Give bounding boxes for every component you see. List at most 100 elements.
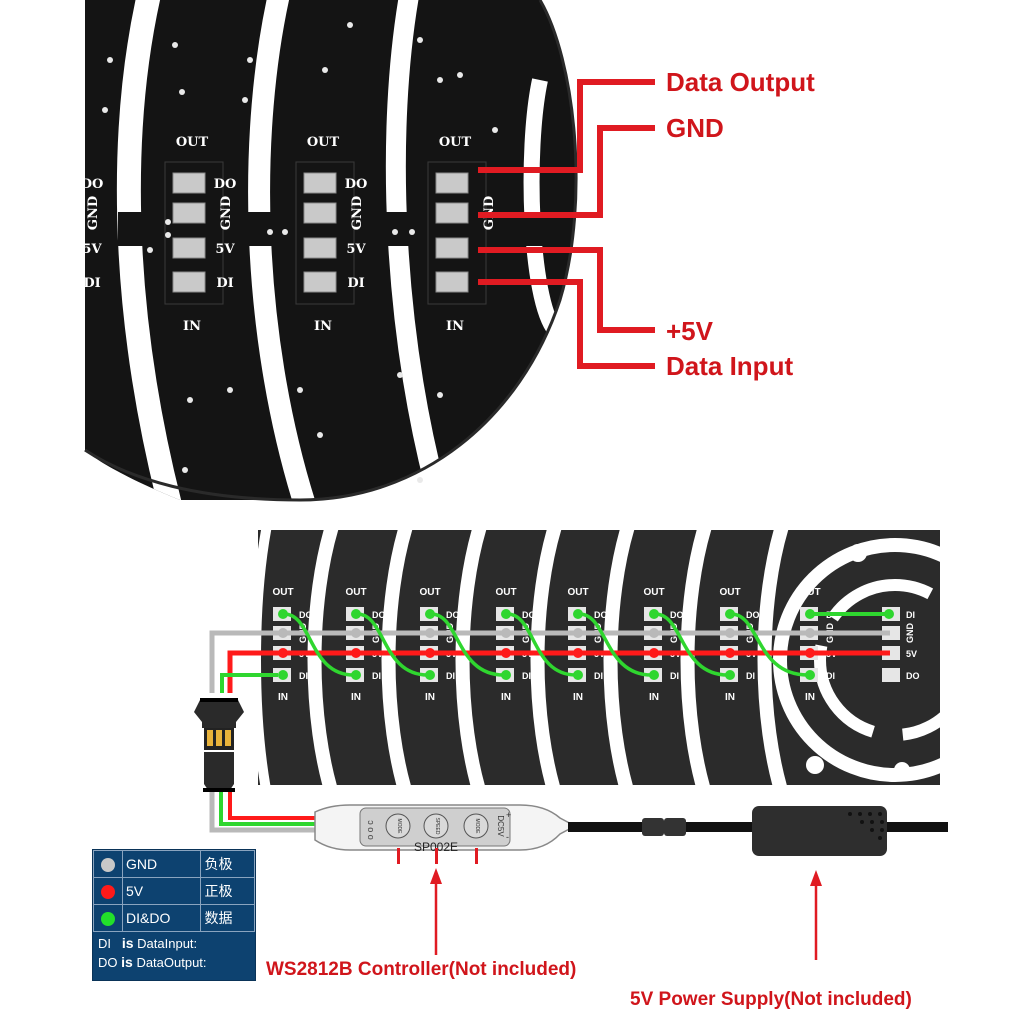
gnd-dot (501, 628, 511, 638)
top-led-groups: OUTDOGND5VDIINOUTDOGND5VDIINOUTGNDINDOGN… (81, 22, 498, 483)
color-legend: GND 负极 5V 正极 DI&DO 数据 DI is DataInput: D… (92, 849, 256, 981)
5v-wire (227, 650, 890, 693)
end-pad (882, 668, 900, 682)
ring-gap (307, 530, 339, 785)
out-label: OUT (719, 587, 740, 598)
data-hop (653, 612, 731, 677)
led-pad (303, 202, 337, 224)
vent-holes (848, 812, 884, 840)
led-pad (172, 237, 206, 259)
pin-label-do: DO (522, 610, 536, 620)
led-pad (172, 271, 206, 293)
end-pin-label-di: DI (906, 610, 915, 620)
led-pad (172, 202, 206, 224)
label-data-input: Data Input (666, 351, 793, 381)
pin-label-gnd: GND (86, 196, 101, 230)
do-dot (425, 609, 435, 619)
via (147, 247, 153, 253)
lead-data-output (478, 79, 655, 173)
pin-label-5v: 5V (346, 242, 366, 257)
in-label: IN (805, 692, 815, 703)
via (297, 387, 303, 393)
pin-label-di: DI (347, 276, 364, 291)
via (397, 372, 403, 378)
speed-button[interactable] (423, 813, 449, 839)
ring-gap (381, 530, 413, 785)
5v-dot (725, 648, 735, 658)
di-dot (351, 670, 361, 680)
mode-button-1[interactable] (385, 813, 411, 839)
pin-label-do: DO (372, 610, 386, 620)
mode-button-2[interactable] (463, 813, 489, 839)
legend-chinese: 正极 (200, 877, 255, 905)
dc-jack (664, 818, 686, 836)
end-pad (882, 626, 900, 640)
connector-pin (225, 730, 231, 746)
via (282, 229, 288, 235)
center-ring-outer (773, 538, 940, 782)
led-pad (172, 172, 206, 194)
legend-note-do: DO is DataOutput: (98, 954, 207, 970)
do-dot (649, 609, 659, 619)
5v-dot (425, 648, 435, 658)
pin-label-do: DO (81, 177, 104, 192)
via (409, 229, 415, 235)
via (417, 37, 423, 43)
via (182, 467, 188, 473)
pin-label-do: DO (746, 610, 760, 620)
5v-dot (573, 648, 583, 658)
pin-label-di: DI (522, 671, 531, 681)
pcb-bridge (378, 212, 428, 246)
ring-gap (258, 530, 272, 785)
lead-gnd (478, 125, 655, 218)
out-label: OUT (643, 587, 664, 598)
ring-gap (603, 530, 635, 785)
end-di-dot (884, 609, 894, 619)
via (247, 57, 253, 63)
end-pin-label-5v: 5V (906, 649, 917, 659)
mode-button-2-label: MODE (474, 819, 480, 835)
legend-row-5v: 5V 正极 (93, 877, 255, 905)
5v-dot (501, 648, 511, 658)
gnd-dot (649, 628, 659, 638)
data-in-wire (220, 673, 278, 693)
connector-pin (207, 730, 213, 746)
in-label: IN (649, 692, 659, 703)
top-annotation-leads (478, 79, 655, 369)
legend-note-di: DI is DataInput: (98, 935, 198, 951)
do-dot (573, 609, 583, 619)
in-label: IN (725, 692, 735, 703)
pin-label-di: DI (670, 671, 679, 681)
bottom-ring-board (258, 530, 940, 785)
via (227, 387, 233, 393)
di-dot (501, 670, 511, 680)
label-gnd: GND (666, 113, 724, 143)
connector-band (203, 788, 235, 792)
out-label: OUT (176, 135, 209, 150)
pin-label-5v: 5V (215, 242, 235, 257)
label-data-output: Data Output (666, 67, 815, 97)
via (457, 72, 463, 78)
via (347, 22, 353, 28)
speed-button-label: SPEED (434, 818, 440, 835)
pin-label-gnd: GND (219, 196, 234, 230)
pin-label-di: DI (826, 671, 835, 681)
gnd-dot (725, 628, 735, 638)
5v-lead (228, 792, 318, 820)
data-hop (577, 612, 655, 677)
gnd-dot (351, 628, 361, 638)
controller-caption: WS2812B Controller(Not included) (266, 959, 576, 980)
ring-gap (680, 530, 712, 785)
in-label: IN (573, 692, 583, 703)
do-dot (278, 609, 288, 619)
data-hop-wires (278, 609, 894, 680)
out-label: OUT (272, 587, 293, 598)
pin-label-di: DI (446, 671, 455, 681)
controller-minus: - (506, 832, 509, 842)
pin-label-di: DI (746, 671, 755, 681)
via (165, 232, 171, 238)
data-hop (355, 612, 431, 677)
